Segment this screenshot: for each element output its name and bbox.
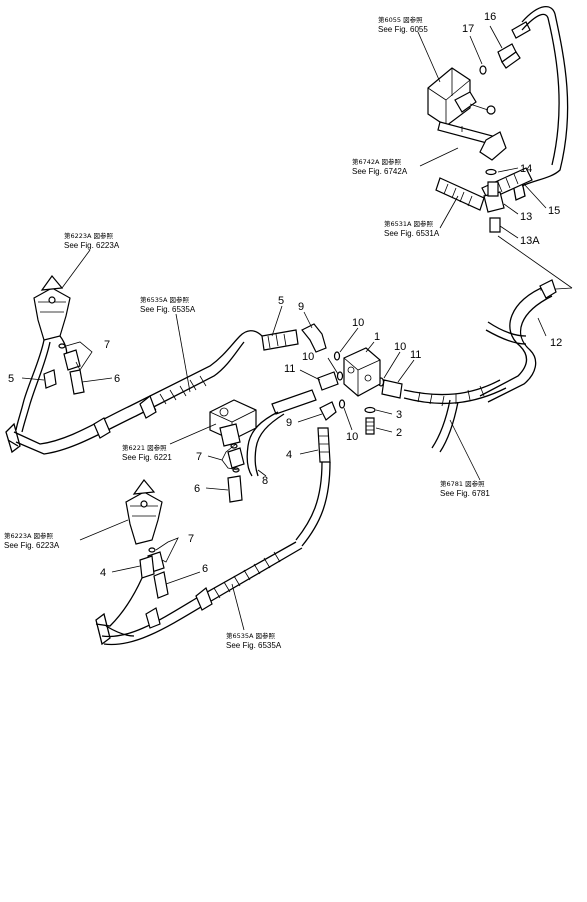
callout-7: 7 <box>196 451 202 463</box>
leader-lines <box>21 25 547 631</box>
ref-6221-jp: 第6221 図参照 <box>122 443 167 452</box>
valve-assembly-top-right <box>427 6 569 233</box>
plug-6-mid <box>227 475 243 503</box>
fitting-11-right <box>381 379 403 399</box>
callout-4: 4 <box>286 449 292 461</box>
ref-6531a-en: See Fig. 6531A <box>384 229 440 238</box>
fitting-7-top <box>63 349 81 371</box>
routing-line-top <box>497 235 573 289</box>
callout-15: 15 <box>548 205 560 217</box>
ref-6781-en: See Fig. 6781 <box>440 489 490 498</box>
hose-8 <box>246 389 317 477</box>
callout-11: 11 <box>410 349 421 361</box>
hose-6535a-top <box>5 330 263 455</box>
hose-5-left <box>43 369 57 389</box>
o-ring-7-top <box>58 343 66 349</box>
sensor-bottom-left <box>125 479 163 545</box>
ref-6223a-bottom-jp: 第6223A 図参照 <box>4 531 54 540</box>
callout-5: 5 <box>8 373 14 385</box>
callout-9: 9 <box>286 417 292 429</box>
hose-6535a-bottom <box>95 541 303 646</box>
callout-14: 14 <box>520 163 532 175</box>
fitting-7-mid <box>227 447 245 469</box>
callout-12: 12 <box>550 337 562 349</box>
callout-8: 8 <box>262 475 268 487</box>
hose-5-end <box>261 329 299 351</box>
callout-1: 1 <box>374 331 380 343</box>
ref-6055-jp: 第6055 図参照 <box>378 15 423 24</box>
callout-6: 6 <box>202 563 208 575</box>
plug-6-bottom <box>153 571 169 599</box>
callout-10: 10 <box>352 317 364 329</box>
hose-right-branch <box>403 379 507 453</box>
fitting-11-left <box>317 371 339 391</box>
ref-6742a-en: See Fig. 6742A <box>352 167 408 176</box>
callout-17: 17 <box>462 23 474 35</box>
callout-13a: 13A <box>520 235 540 247</box>
callout-6: 6 <box>114 373 120 385</box>
ref-6223a-top-en: See Fig. 6223A <box>64 241 120 250</box>
reference-labels: 第6055 図参照 See Fig. 6055 第6742A 図参照 See F… <box>4 15 490 650</box>
callout-6: 6 <box>194 483 200 495</box>
callout-10: 10 <box>394 341 406 353</box>
callout-5: 5 <box>278 295 284 307</box>
ref-6535a-bottom-jp: 第6535A 図参照 <box>226 631 276 640</box>
hose-4-bottom-end <box>139 555 155 579</box>
callout-3: 3 <box>396 409 402 421</box>
ref-6742a-jp: 第6742A 図参照 <box>352 157 402 166</box>
ref-6781-jp: 第6781 図参照 <box>440 479 485 488</box>
o-ring-10-left <box>336 371 344 381</box>
callout-2: 2 <box>396 427 402 439</box>
o-ring-7-bottom <box>148 547 156 553</box>
callout-numbers: 1 2 3 4 4 5 5 6 6 6 7 7 7 8 9 9 10 10 10… <box>8 11 562 579</box>
ref-6531a-jp: 第6531A 図参照 <box>384 219 434 228</box>
sensor-top-left <box>15 275 71 433</box>
plug-6-top <box>69 369 85 395</box>
callout-13: 13 <box>520 211 532 223</box>
callout-10: 10 <box>302 351 314 363</box>
ref-6535a-top-jp: 第6535A 図参照 <box>140 295 190 304</box>
callout-10: 10 <box>346 431 358 443</box>
junction-block-1 <box>343 347 381 435</box>
elbow-9-lower <box>319 401 337 421</box>
elbow-9-upper <box>301 323 327 353</box>
callout-11: 11 <box>284 363 295 375</box>
ref-6535a-top-en: See Fig. 6535A <box>140 305 196 314</box>
callout-4: 4 <box>100 567 106 579</box>
motor-6221 <box>209 399 257 447</box>
callout-16: 16 <box>484 11 496 23</box>
hose-12 <box>479 279 557 403</box>
ref-6535a-bottom-en: See Fig. 6535A <box>226 641 282 650</box>
hose-4-upper <box>295 427 331 547</box>
callout-7: 7 <box>104 339 110 351</box>
ref-6223a-bottom-en: See Fig. 6223A <box>4 541 60 550</box>
ref-6221-en: See Fig. 6221 <box>122 453 172 462</box>
ref-6055-en: See Fig. 6055 <box>378 25 428 34</box>
o-ring-10-upper <box>333 351 341 361</box>
ref-6223a-top-jp: 第6223A 図参照 <box>64 231 114 240</box>
o-ring-10-lower <box>338 399 346 409</box>
callout-7: 7 <box>188 533 194 545</box>
callout-9: 9 <box>298 301 304 313</box>
